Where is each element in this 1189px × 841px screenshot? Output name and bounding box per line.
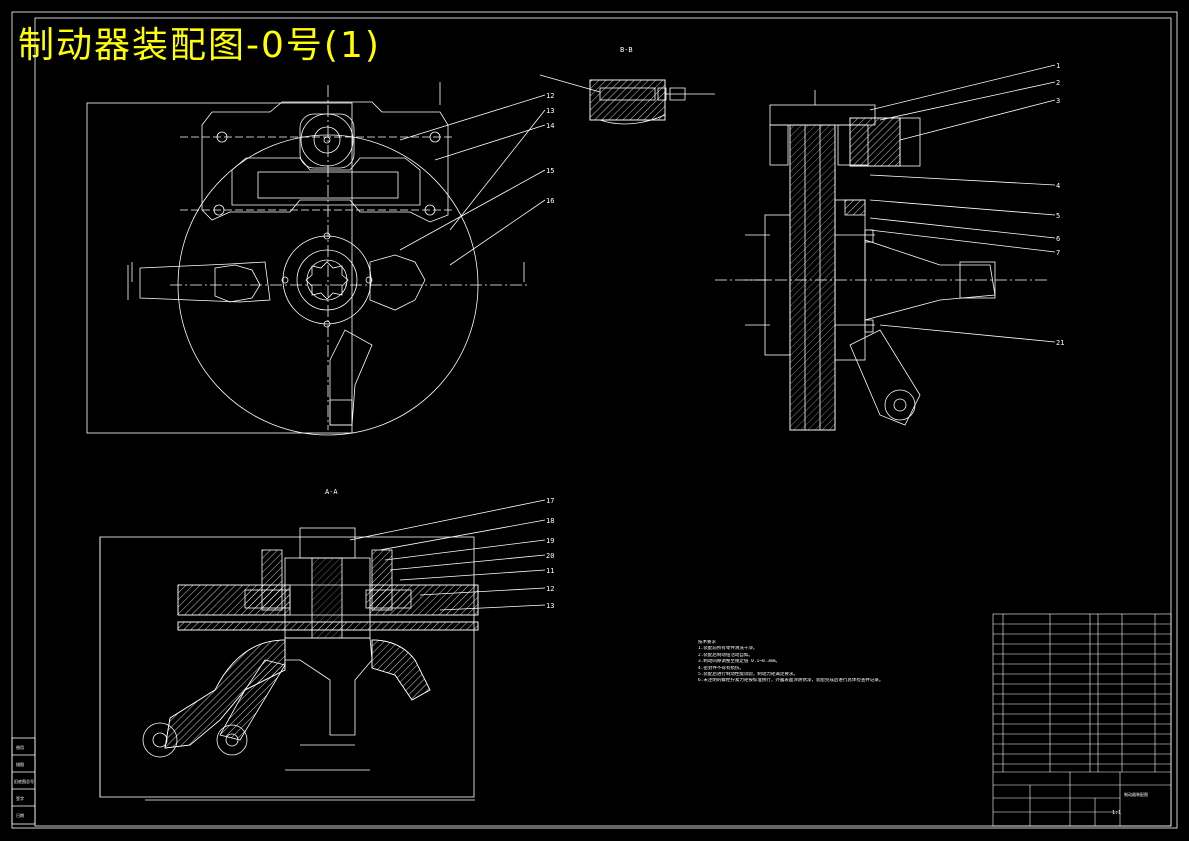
callout-13b: 13 xyxy=(546,602,554,610)
front-view xyxy=(86,82,546,436)
callout-21: 21 xyxy=(1056,339,1064,347)
note-line: 3.制动间隙调整至规定值 0.1~0.3mm。 xyxy=(698,659,781,665)
callout-7: 7 xyxy=(1056,249,1060,257)
title-block-scale: 1:1 xyxy=(1112,810,1122,816)
strip-label-4: 日期 xyxy=(16,812,24,818)
callout-19: 19 xyxy=(546,537,554,545)
callout-15: 15 xyxy=(546,167,554,175)
title-block xyxy=(992,613,1172,827)
strip-label-1: 描图 xyxy=(16,761,24,767)
technical-notes: 技术要求 1.装配前所有零件清洗干净。 2.装配后制动钳活动自如。 3.制动间隙… xyxy=(698,640,968,685)
strip-label-0: 借用 xyxy=(16,744,24,750)
strip-label-3: 签字 xyxy=(16,795,24,801)
callout-16: 16 xyxy=(546,197,554,205)
section-label-b: B-B xyxy=(620,46,633,54)
callout-17: 17 xyxy=(546,497,554,505)
note-line: 5.装配后进行制动性能试验，制动力矩满足要求。 xyxy=(698,672,798,678)
side-view xyxy=(715,64,1056,431)
callout-2: 2 xyxy=(1056,79,1060,87)
callout-13: 13 xyxy=(546,107,554,115)
callout-14: 14 xyxy=(546,122,554,130)
outer-border xyxy=(11,11,1178,829)
detail-b-view xyxy=(539,74,715,125)
callout-1: 1 xyxy=(1056,62,1060,70)
callout-20: 20 xyxy=(546,552,554,560)
title-block-caption: 制动器装配图 xyxy=(1124,792,1148,797)
callout-11: 11 xyxy=(546,567,554,575)
section-a-view xyxy=(99,499,546,801)
note-line: 4.密封件不得有损伤。 xyxy=(698,665,744,671)
side-strip xyxy=(11,737,36,825)
callout-3: 3 xyxy=(1056,97,1060,105)
note-line: 1.装配前所有零件清洗干净。 xyxy=(698,646,758,652)
callout-6: 6 xyxy=(1056,235,1060,243)
callout-18: 18 xyxy=(546,517,554,525)
callout-4: 4 xyxy=(1056,182,1060,190)
strip-label-2: 旧底图总号 xyxy=(14,778,34,784)
inner-border xyxy=(34,17,1172,827)
callout-12b: 12 xyxy=(546,585,554,593)
drawing-title: 制动器装配图-0号(1) xyxy=(18,25,381,66)
callout-12: 12 xyxy=(546,92,554,100)
note-line: 6.未注明的螺栓拧紧力矩按标准执行，外露表面涂防锈漆，装配完成后进行总体检查并记… xyxy=(698,678,884,684)
callout-5: 5 xyxy=(1056,212,1060,220)
note-line: 2.装配后制动钳活动自如。 xyxy=(698,652,753,658)
side-strip-labels: 借用 描图 旧底图总号 签字 日期 xyxy=(14,744,34,818)
notes-heading: 技术要求 xyxy=(698,640,716,645)
callout-labels: 12 13 14 15 16 1 2 3 4 5 6 7 21 17 18 19… xyxy=(325,46,1064,610)
section-label-a: A-A xyxy=(325,488,338,496)
